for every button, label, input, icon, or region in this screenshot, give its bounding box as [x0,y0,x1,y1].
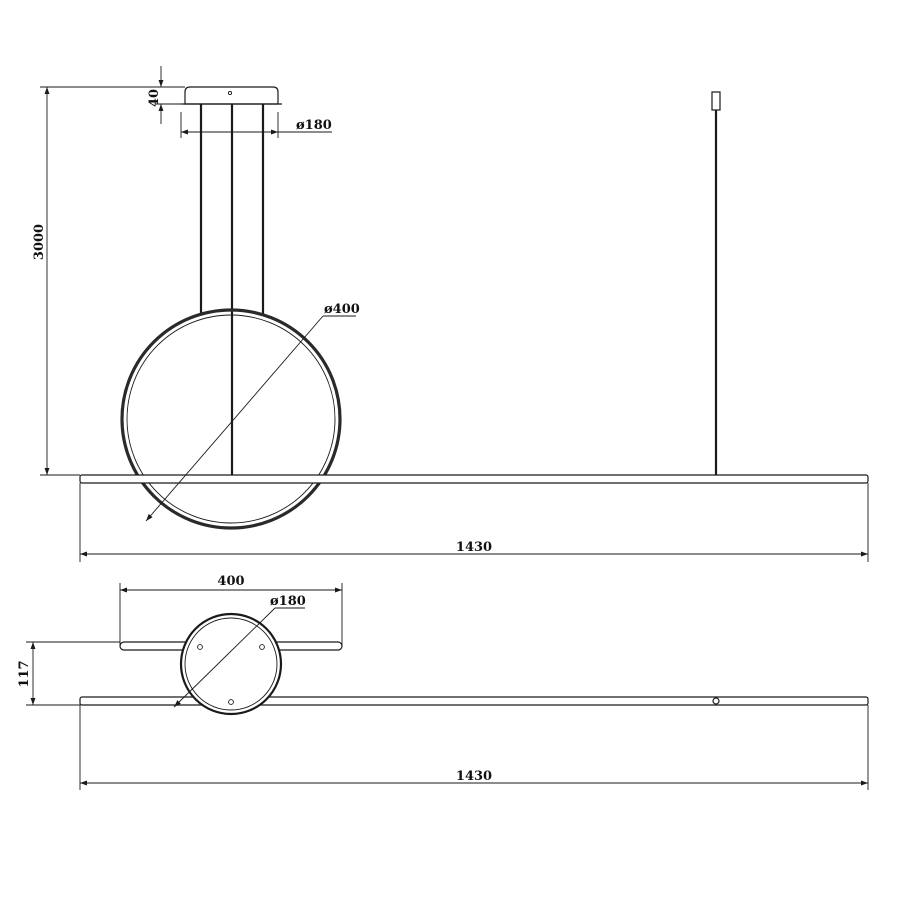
top-view: 400 ø180 117 1430 [17,574,869,790]
dim-canopy-height: 40 [147,66,185,124]
dim-ring-diameter: ø400 [145,302,360,522]
dim-disc-diameter-top: ø180 [173,594,306,708]
dim-canopy-height-label: 40 [147,89,162,107]
dim-total-height: 3000 [32,86,185,476]
dim-bar-length-top-label: 1430 [456,769,492,784]
dim-bar-length-front-label: 1430 [456,540,492,555]
dim-disc-diameter-top-label: ø180 [270,594,306,609]
canopy [181,86,282,105]
linear-bar-front [79,474,869,484]
dim-canopy-diameter: ø180 [180,112,332,138]
dim-total-height-label: 3000 [32,224,47,260]
front-elevation-view: 40 ø180 3000 ø400 1430 [32,66,869,562]
dim-depth-top: 117 [17,641,120,706]
dim-depth-top-label: 117 [17,660,32,687]
dim-canopy-diameter-label: ø180 [296,118,332,133]
dim-ring-diameter-label: ø400 [324,302,360,317]
dim-ring-width-top-label: 400 [217,574,244,589]
canopy-disc-top [179,612,283,716]
bar-suspension-cable [711,91,721,475]
suspension-cables [199,104,265,475]
ring-lamp-front [120,308,342,530]
dim-bar-length-front: 1430 [79,483,869,562]
dim-bar-length-top: 1430 [79,705,869,790]
linear-bar-top [79,696,869,706]
dim-ring-width-top: 400 [119,574,343,646]
